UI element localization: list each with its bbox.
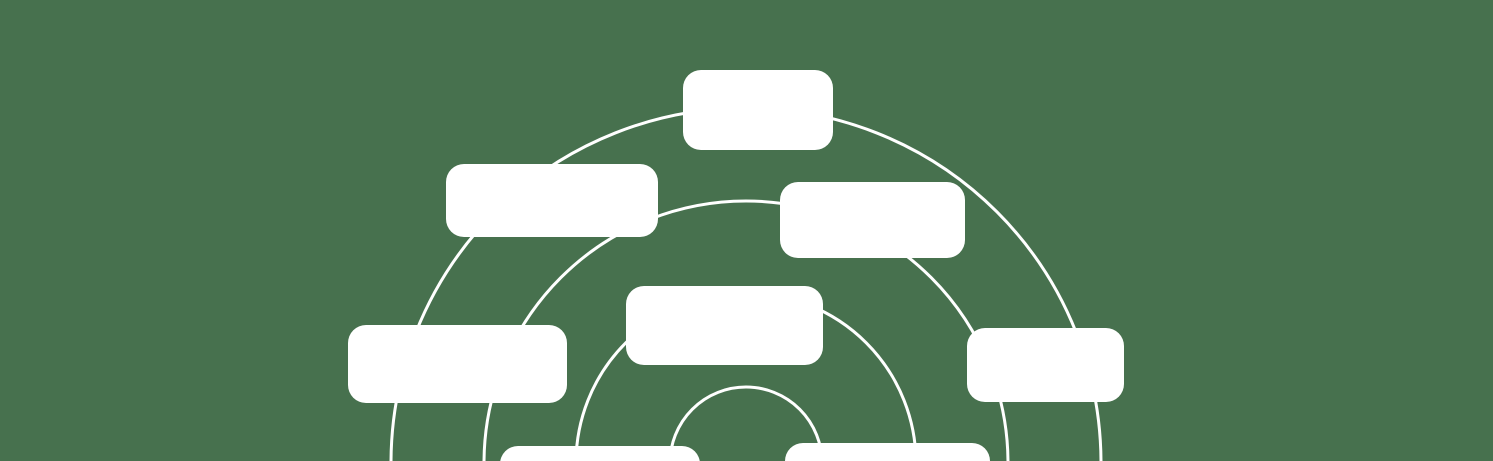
ring-1 [668, 385, 824, 461]
node-bottom-right [785, 443, 990, 461]
node-center [626, 286, 823, 365]
node-top [683, 70, 833, 150]
node-group [348, 70, 1124, 461]
ring-4 [389, 106, 1103, 461]
ring-3 [482, 199, 1010, 461]
node-upper-left [446, 164, 658, 237]
node-bottom-left [500, 446, 700, 461]
node-upper-right [780, 182, 965, 258]
node-mid-left [348, 325, 567, 403]
ring-group [389, 106, 1103, 461]
node-mid-right [967, 328, 1124, 402]
